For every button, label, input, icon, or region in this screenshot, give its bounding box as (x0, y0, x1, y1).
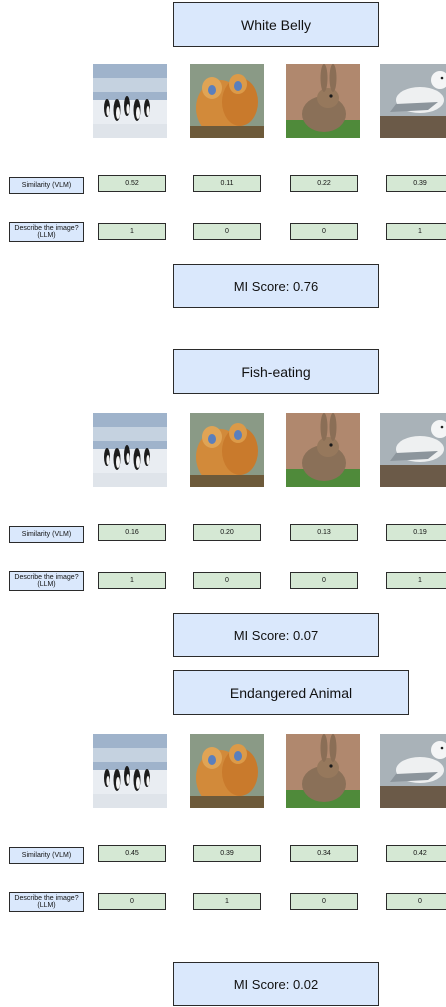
similarity-value: 0.52 (98, 175, 166, 192)
similarity-value: 0.22 (290, 175, 358, 192)
similarity-value: 0.13 (290, 524, 358, 541)
penguins-image (93, 734, 167, 808)
similarity-value: 0.16 (98, 524, 166, 541)
describe-value: 0 (290, 893, 358, 910)
mi-score: MI Score: 0.76 (173, 264, 379, 308)
describe-value: 0 (386, 893, 446, 910)
describe-value: 0 (290, 223, 358, 240)
rabbit-image (286, 734, 360, 808)
penguins-image (93, 64, 167, 138)
similarity-label: Similarity (VLM) (9, 847, 84, 864)
mi-score: MI Score: 0.07 (173, 613, 379, 657)
similarity-value: 0.11 (193, 175, 261, 192)
concept-title: White Belly (173, 2, 379, 47)
mi-score: MI Score: 0.02 (173, 962, 379, 1006)
penguins-image (93, 413, 167, 487)
concept-title: Fish-eating (173, 349, 379, 394)
similarity-value: 0.19 (386, 524, 446, 541)
describe-value: 0 (193, 572, 261, 589)
monkeys-image (190, 734, 264, 808)
describe-value: 1 (98, 572, 166, 589)
similarity-label: Similarity (VLM) (9, 526, 84, 543)
similarity-value: 0.42 (386, 845, 446, 862)
describe-label: Describe the image? (LLM) (9, 571, 84, 591)
describe-value: 1 (98, 223, 166, 240)
rabbit-image (286, 64, 360, 138)
monkeys-image (190, 413, 264, 487)
describe-value: 1 (193, 893, 261, 910)
panel-endangered-animal: Endangered Animal Similarity (VLM) 0.45 … (0, 670, 446, 1006)
describe-label: Describe the image? (LLM) (9, 222, 84, 242)
seagull-image (380, 734, 446, 808)
panel-white-belly: White Belly Similarity (VLM) 0.52 0.11 0… (0, 0, 446, 335)
describe-value: 1 (386, 223, 446, 240)
similarity-value: 0.45 (98, 845, 166, 862)
describe-value: 1 (386, 572, 446, 589)
monkeys-image (190, 64, 264, 138)
describe-value: 0 (98, 893, 166, 910)
panel-fish-eating: Fish-eating Similarity (VLM) 0.16 0.20 0… (0, 349, 446, 684)
similarity-value: 0.39 (386, 175, 446, 192)
similarity-value: 0.20 (193, 524, 261, 541)
seagull-image (380, 413, 446, 487)
similarity-label: Similarity (VLM) (9, 177, 84, 194)
concept-title: Endangered Animal (173, 670, 409, 715)
rabbit-image (286, 413, 360, 487)
describe-value: 0 (193, 223, 261, 240)
similarity-value: 0.34 (290, 845, 358, 862)
seagull-image (380, 64, 446, 138)
describe-label: Describe the image? (LLM) (9, 892, 84, 912)
similarity-value: 0.39 (193, 845, 261, 862)
describe-value: 0 (290, 572, 358, 589)
